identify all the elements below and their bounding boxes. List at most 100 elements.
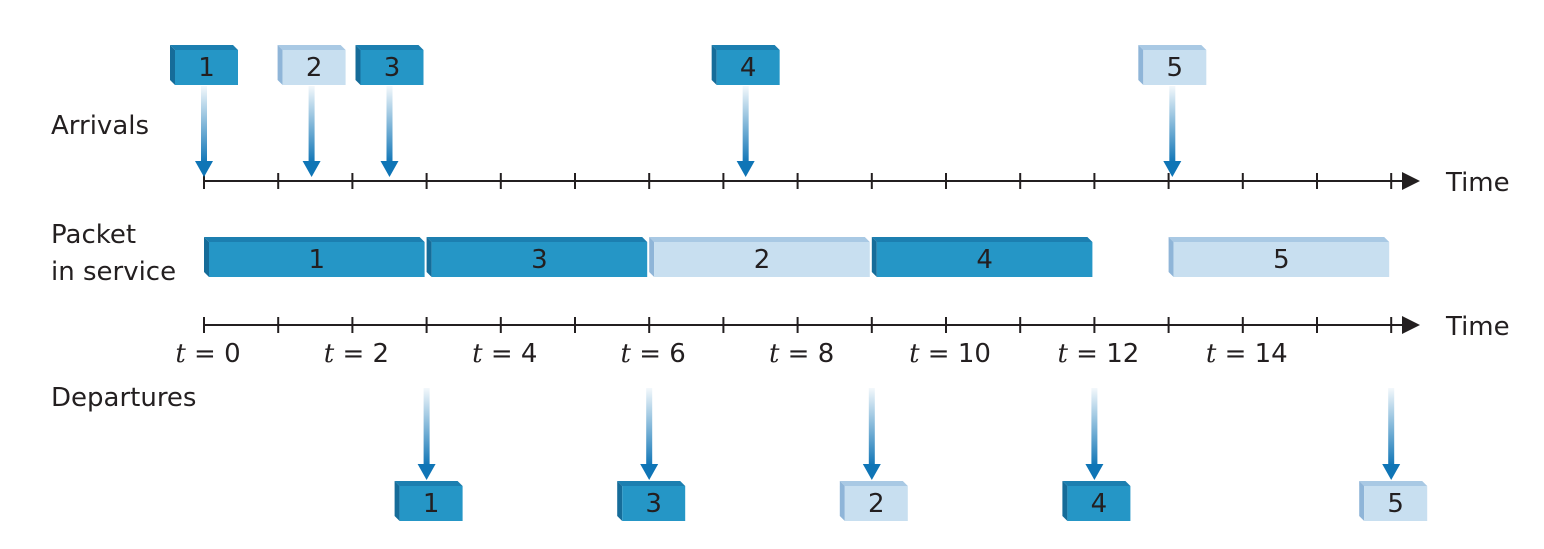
arrival-arrow-5-head [1163,161,1182,177]
tick-label-var: t [1206,339,1217,369]
departure-packet-5-number: 5 [1387,489,1404,519]
tick-label-value: = 14 [1216,339,1287,369]
service-bar-3: 3 [426,237,648,277]
departure-packet-3-side-face [617,481,623,521]
service-bar-2: 2 [649,237,870,277]
departure-packet-3-front-face [622,486,686,521]
arrival-packet-3-top-face [355,45,424,50]
departure-packet-4-front-face [1067,486,1131,521]
departure-arrow-1-shaft [423,388,430,466]
arrival-arrow-3-shaft [386,86,393,163]
service-bar-2-side-face [649,237,655,277]
service-bar-2-number: 2 [754,245,771,275]
departure-packet-2-number: 2 [868,489,885,519]
tick-label-var: t [324,339,335,369]
arrival-packet-1-number: 1 [198,53,215,83]
departure-packet-4-top-face [1062,481,1131,486]
departure-packet-1-top-face [394,481,463,486]
tick-label-value: = 8 [779,339,834,369]
tick-label-var: t [175,339,186,369]
tick-label-value: = 4 [483,339,538,369]
arrival-packet-1: 1 [170,45,238,85]
arrival-arrow-5 [1163,86,1182,177]
departure-arrow-3-head [640,464,659,480]
arrival-packet-2-number: 2 [306,53,323,83]
arrival-packet-5-side-face [1138,45,1144,85]
tick-label: t = 14 [1206,339,1288,369]
departure-packet-3-number: 3 [645,489,662,519]
packet-in-service-label-line2: in service [51,257,176,287]
arrival-packet-4-side-face [711,45,717,85]
bottom-axis-arrowhead [1402,316,1420,334]
arrival-arrow-1-shaft [201,86,207,163]
departure-arrow-1 [417,388,436,480]
arrival-arrow-1 [195,86,213,177]
arrival-arrow-1-head [195,161,213,177]
departure-packet-5-side-face [1359,481,1365,521]
departure-packet-1: 1 [394,481,463,521]
bottom-axis-time-label: Time [1445,312,1510,342]
departure-arrow-2 [862,388,881,480]
tick-label-value: = 12 [1068,339,1139,369]
departure-packet-3-top-face [617,481,686,486]
departure-packet-4-number: 4 [1091,489,1108,519]
departure-packet-1-front-face [399,486,463,521]
service-bar-1: 1 [204,237,425,277]
arrival-packet-4-top-face [711,45,780,50]
arrival-arrow-3 [380,86,399,177]
bottom-time-axis [203,316,1420,334]
tick-label-var: t [621,339,632,369]
service-bar-1-front-face [209,242,425,277]
arrival-packet-3-side-face [355,45,361,85]
arrival-packet-4-number: 4 [740,53,757,83]
tick-label: t = 10 [909,339,991,369]
arrival-packet-4-front-face [716,50,780,85]
departures-label: Departures [51,383,196,413]
tick-label-value: = 0 [186,339,241,369]
tick-label-value: = 2 [334,339,389,369]
departure-packet-5-top-face [1359,481,1428,486]
departure-arrow-4-head [1085,464,1104,480]
arrival-arrow-4-shaft [742,86,749,163]
arrival-packet-1-front-face [175,50,238,85]
service-bar-4-top-face [871,237,1093,242]
service-bar-1-number: 1 [309,245,326,275]
departure-arrow-3 [640,388,659,480]
arrival-packet-2-side-face [277,45,283,85]
top-time-axis [203,172,1420,190]
tick-label: t = 12 [1057,339,1139,369]
arrival-packet-2: 2 [277,45,346,85]
arrival-packet-1-side-face [170,45,175,85]
departure-packet-1-number: 1 [423,489,440,519]
arrival-arrow-4-head [736,161,755,177]
departure-packet-4-side-face [1062,481,1068,521]
departure-arrow-3-shaft [646,388,653,466]
arrival-arrow-2-head [302,161,321,177]
service-bar-5-front-face [1173,242,1390,277]
packet-in-service-label-line1: Packet [51,220,136,250]
departure-packet-2-top-face [839,481,908,486]
arrival-packet-3: 3 [355,45,424,85]
tick-label-var: t [1057,339,1068,369]
top-axis-time-label: Time [1445,168,1510,198]
service-bar-3-number: 3 [531,245,548,275]
departure-packet-5-front-face [1364,486,1428,521]
service-bar-4-front-face [876,242,1093,277]
departure-packet-4: 4 [1062,481,1131,521]
tick-label: t = 8 [769,339,834,369]
arrival-packet-2-front-face [282,50,346,85]
arrival-packet-2-top-face [277,45,346,50]
arrival-packet-5-top-face [1138,45,1207,50]
departure-packet-3: 3 [617,481,686,521]
departure-packet-2-side-face [839,481,845,521]
service-bar-4-number: 4 [976,245,993,275]
tick-label-value: = 10 [920,339,991,369]
arrival-arrow-2-shaft [308,86,315,163]
arrival-packet-1-top-face [170,45,238,50]
service-bar-3-top-face [426,237,648,242]
service-bar-5-top-face [1168,237,1390,242]
